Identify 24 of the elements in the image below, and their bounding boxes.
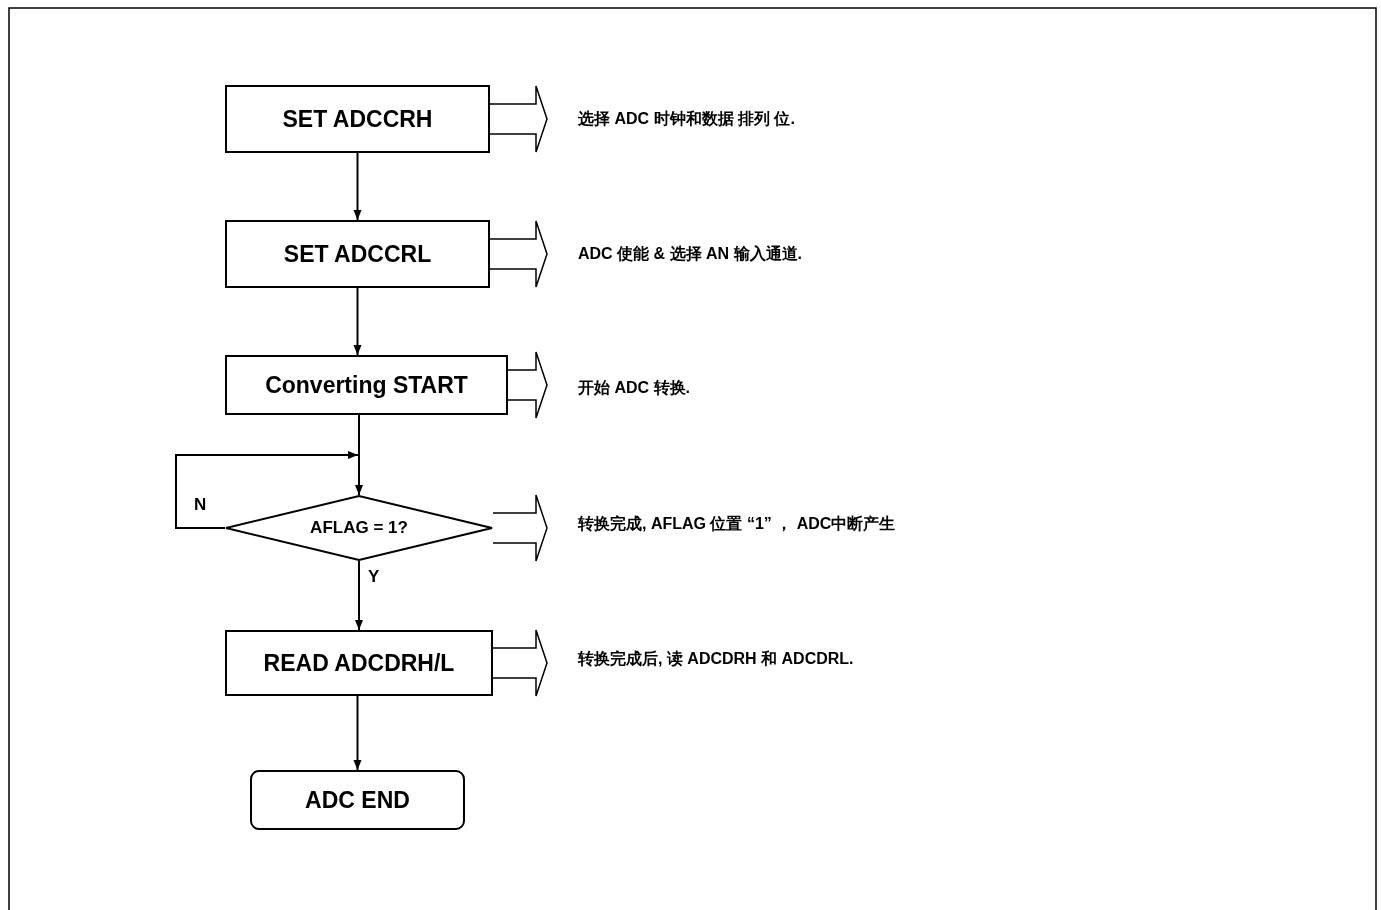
loop-arrow xyxy=(175,451,359,529)
decision-diamond: AFLAG = 1? xyxy=(225,495,493,561)
block-arrow xyxy=(489,220,548,288)
block-arrow xyxy=(492,629,548,697)
block-arrow xyxy=(489,85,548,153)
terminal-box: ADC END xyxy=(250,770,465,830)
description-text: 转换完成, AFLAG 位置 “1” ， ADC中断产生 xyxy=(547,509,1047,539)
arrow xyxy=(355,560,363,631)
arrow xyxy=(353,152,362,221)
arrow xyxy=(355,414,363,496)
description-text: 选择 ADC 时钟和数据 排列 位. xyxy=(547,104,947,134)
process-box: SET ADCCRL xyxy=(225,220,490,288)
edge-label: Y xyxy=(368,567,380,587)
process-box: SET ADCCRH xyxy=(225,85,490,153)
description-text: 开始 ADC 转换. xyxy=(547,373,947,403)
arrow xyxy=(353,695,362,771)
description-text: 转换完成后, 读 ADCDRH 和 ADCDRL. xyxy=(547,644,997,674)
edge-label: N xyxy=(194,495,207,515)
block-arrow xyxy=(507,351,548,419)
block-arrow xyxy=(492,494,548,562)
arrow xyxy=(353,287,362,356)
description-text: ADC 使能 & 选择 AN 输入通道. xyxy=(547,239,947,269)
process-box: Converting START xyxy=(225,355,508,415)
process-box: READ ADCDRH/L xyxy=(225,630,493,696)
